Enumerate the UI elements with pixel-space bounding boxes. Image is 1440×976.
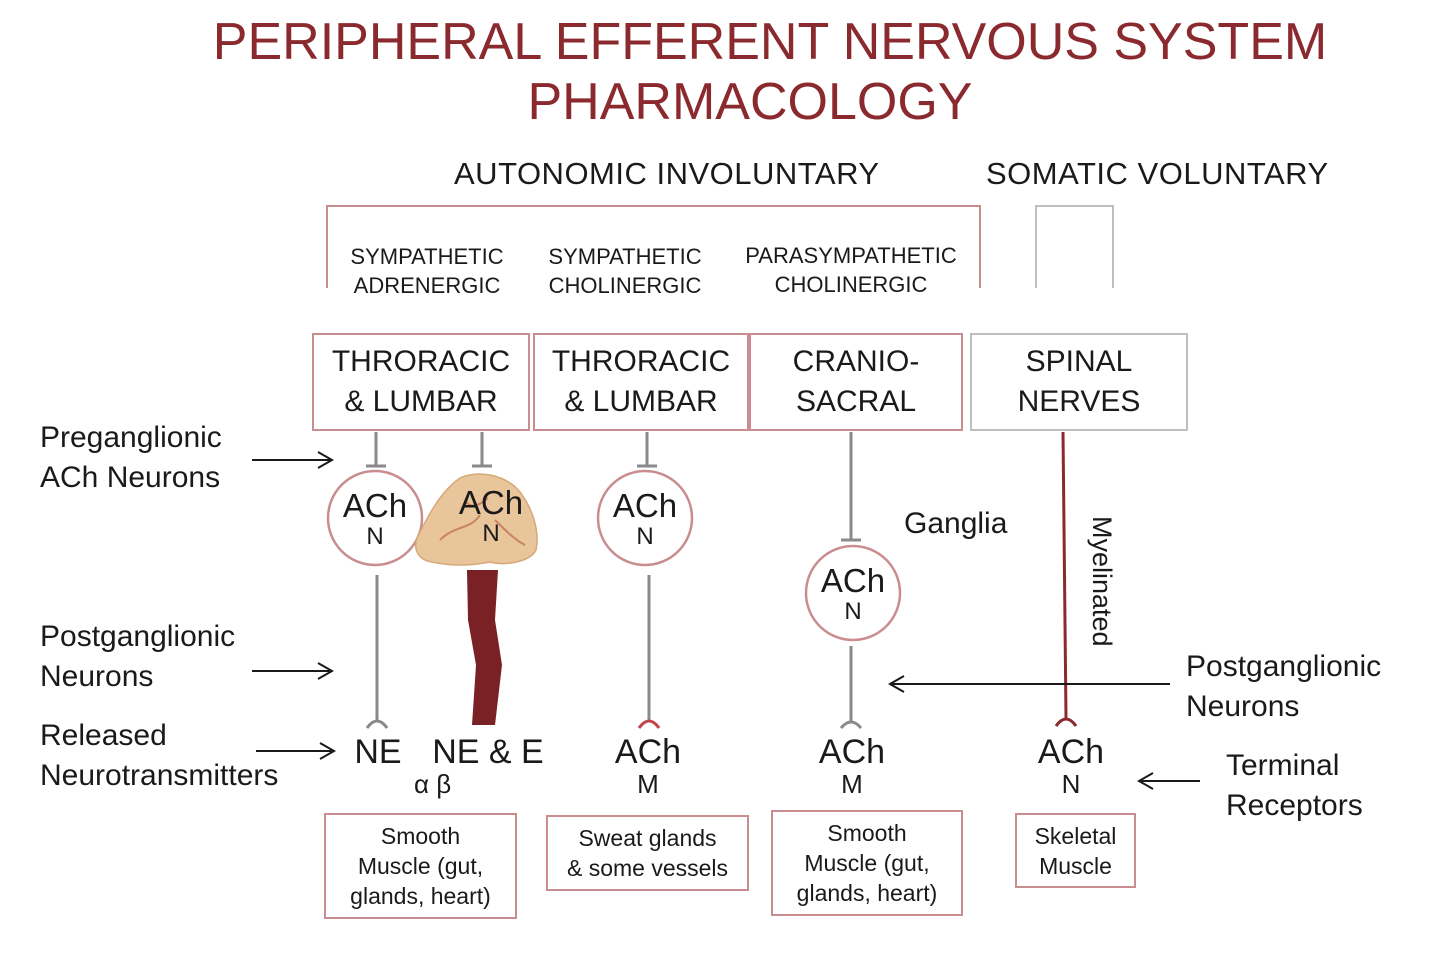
transmitter-ne-e: NE & E α β (414, 733, 544, 799)
myelinated-label: Myelinated (1087, 516, 1117, 647)
target-smooth-muscle-1: Smooth Muscle (gut, glands, heart) (324, 813, 517, 919)
terminal-ending-3 (637, 719, 661, 729)
division-sympathetic-adrenergic: SYMPATHETIC ADRENERGIC (350, 244, 504, 298)
transmitter-ach-m-2: ACh M (818, 733, 886, 799)
target-smooth-muscle-2: Smooth Muscle (gut, glands, heart) (771, 810, 963, 916)
terminal-ending-4 (839, 720, 863, 730)
released-neurotransmitters-label: Released Neurotransmitters (40, 719, 279, 792)
ganglion-3: ACh N (612, 487, 678, 550)
ganglia-label: Ganglia (904, 507, 1008, 540)
blood-vessel-icon (467, 570, 502, 725)
adrenal-gland-icon (414, 473, 538, 566)
somatic-axon (1061, 431, 1068, 719)
postganglionic-right-label: Postganglionic Neurons (1186, 650, 1382, 723)
target-sweat-glands: Sweat glands & some vessels (546, 815, 749, 891)
ganglion-circle-4 (804, 544, 902, 642)
terminal-ending-5 (1054, 717, 1078, 727)
title-line-2: PHARMACOLOGY (527, 73, 973, 131)
division-parasympathetic-cholinergic: PARASYMPATHETIC CHOLINERGIC (745, 243, 957, 297)
ganglion-2-adrenal: ACh N (458, 484, 524, 547)
title-line-1: PERIPHERAL EFFERENT NERVOUS SYSTEM (212, 13, 1328, 71)
division-sympathetic-cholinergic: SYMPATHETIC CHOLINERGIC (548, 244, 702, 298)
somatic-heading: SOMATIC VOLUNTARY (986, 156, 1329, 191)
transmitter-ach-n: ACh N (1037, 733, 1105, 799)
terminal-receptors-label: Terminal Receptors (1226, 749, 1363, 822)
origin-thoracic-lumbar-1: THRORACIC & LUMBAR (312, 333, 530, 431)
terminal-ending-1 (365, 719, 389, 729)
ganglion-1: ACh N (342, 487, 408, 550)
postganglionic-left-label: Postganglionic Neurons (40, 620, 236, 693)
preganglionic-label: Preganglionic ACh Neurons (40, 421, 222, 494)
ganglion-circle-1 (326, 469, 424, 567)
somatic-bracket (1035, 205, 1114, 288)
origin-spinal-nerves: SPINAL NERVES (970, 333, 1188, 431)
ganglion-circle-3 (596, 469, 694, 567)
arrows (252, 451, 1200, 790)
transmitter-ne: NE (354, 733, 402, 771)
page-title: PERIPHERAL EFFERENT NERVOUS SYSTEM PHARM… (0, 12, 1440, 132)
transmitter-ach-m-1: ACh M (614, 733, 682, 799)
ganglion-4: ACh N (820, 562, 886, 625)
autonomic-bracket (326, 205, 981, 288)
origin-craniosacral: CRANIO- SACRAL (749, 333, 963, 431)
origin-thoracic-lumbar-2: THRORACIC & LUMBAR (533, 333, 749, 431)
autonomic-heading: AUTONOMIC INVOLUNTARY (454, 156, 880, 191)
target-skeletal-muscle: Skeletal Muscle (1015, 813, 1136, 888)
